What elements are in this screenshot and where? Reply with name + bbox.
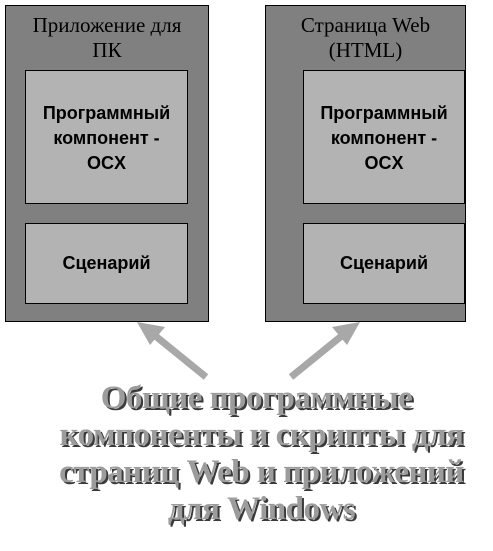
- web-ocx-component-line3: OCX: [364, 153, 404, 173]
- pc-application-panel: Приложение для ПК Программный компонент …: [5, 5, 209, 322]
- web-script-box: Сценарий: [303, 223, 465, 304]
- web-page-title-line1: Страница Web: [300, 13, 431, 37]
- left-arrow-shaft: [150, 331, 209, 380]
- left-arrow: [137, 322, 209, 380]
- shared-components-caption: Общие программные компоненты и скрипты д…: [0, 380, 493, 528]
- caption-line4: для Windows: [167, 491, 356, 527]
- web-ocx-component-line1: Программный: [320, 103, 448, 123]
- pc-script-box: Сценарий: [25, 223, 188, 304]
- pc-script-label: Сценарий: [62, 253, 151, 273]
- web-page-title-line2: (HTML): [328, 38, 403, 62]
- caption-line3: страниц Web и приложений: [59, 454, 464, 490]
- pc-ocx-component-line1: Программный: [42, 103, 171, 123]
- web-page-panel: Страница Web (HTML) Программный компонен…: [265, 5, 466, 322]
- pc-application-title-line2: ПК: [92, 38, 122, 62]
- web-page-title: Страница Web (HTML): [266, 13, 465, 63]
- pc-ocx-component-box: Программный компонент - OCX: [25, 70, 188, 204]
- pc-application-title-line1: Приложение для: [32, 13, 182, 37]
- web-script-label: Сценарий: [339, 253, 429, 273]
- pc-ocx-component-line3: OCX: [86, 153, 126, 173]
- web-ocx-component-line2: компонент -: [330, 128, 438, 148]
- pc-ocx-component-line2: компонент -: [53, 128, 160, 148]
- right-arrow-head: [332, 322, 360, 345]
- web-ocx-component-box: Программный компонент - OCX: [303, 70, 465, 204]
- right-arrow-shaft: [288, 331, 347, 380]
- pc-application-title: Приложение для ПК: [6, 13, 208, 63]
- right-arrow: [288, 322, 360, 380]
- left-arrow-head: [137, 322, 165, 345]
- caption-line1: Общие программные: [100, 380, 413, 416]
- caption-line2: компоненты и скрипты для: [59, 417, 464, 453]
